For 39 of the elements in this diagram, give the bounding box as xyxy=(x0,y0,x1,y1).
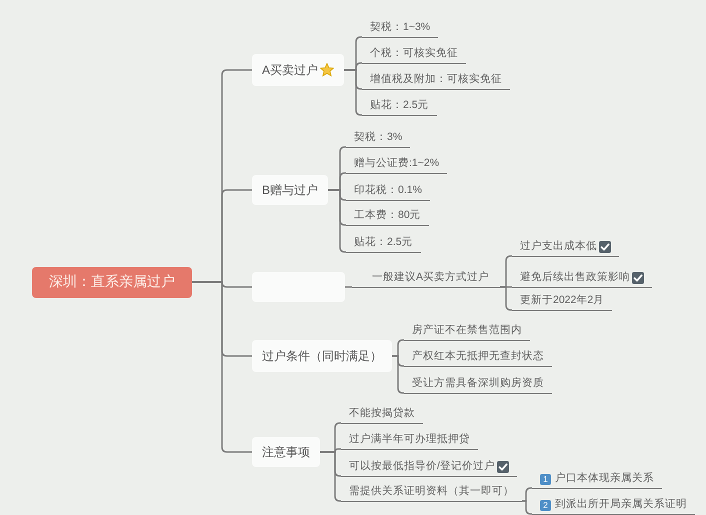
topic-box: 过户条件（同时满足） xyxy=(252,340,392,372)
root-topic-box: 深圳：直系亲属过户 xyxy=(32,266,192,298)
topic-box xyxy=(252,54,344,86)
underlined-topic: 印花税：0.1% xyxy=(346,182,430,201)
topic-box: 注意事项 xyxy=(252,437,320,467)
topic-text: 户口本体现亲属关系 xyxy=(555,472,654,485)
underlined-topic: 不能按揭贷款 xyxy=(341,406,423,424)
underlined-topic: 增值税及附加：可核实免征 xyxy=(362,72,510,90)
underlined-topic: 产权红本无抵押无查封状态 xyxy=(404,348,552,367)
underlined-topic: 契税：3% xyxy=(346,130,410,148)
underlined-topic: 房产证不在禁售范围内 xyxy=(404,322,530,341)
connector-line xyxy=(522,500,532,515)
underlined-topic: 工本费：80元 xyxy=(346,208,429,226)
underlined-topic: 需提供关系证明资料（其一即可） xyxy=(341,484,522,502)
connector-line xyxy=(192,281,252,453)
underlined-topic: 受让方需具备深圳购房资质 xyxy=(404,376,552,394)
underlined-topic: 赠与公证费:1~2% xyxy=(346,156,448,174)
underlined-topic: 贴花：2.5元 xyxy=(346,234,421,253)
underlined-topic xyxy=(341,458,517,477)
topic-box: B赠与过户 xyxy=(252,175,328,205)
topic-text: 避免后续出售政策影响 xyxy=(520,270,630,284)
topic-text: A买卖过户 xyxy=(262,62,318,78)
connector-line xyxy=(345,286,352,288)
underlined-topic xyxy=(532,470,662,489)
number-badge: 1 xyxy=(540,474,551,485)
topic-text: 过户支出成本低 xyxy=(520,240,597,253)
underlined-topic xyxy=(512,238,619,257)
underlined-topic: 更新于2022年2月 xyxy=(512,292,612,311)
underlined-topic: 个税：可核实免征 xyxy=(362,46,466,64)
underlined-topic: 过户满半年可办理抵押贷 xyxy=(341,432,478,450)
number-badge: 2 xyxy=(540,500,551,511)
underlined-topic: 贴花：2.5元 xyxy=(362,98,437,116)
underlined-topic xyxy=(532,496,695,515)
underlined-topic xyxy=(512,270,652,288)
topic-box xyxy=(252,272,345,302)
underlined-topic: 一般建议A买卖方式过户 xyxy=(352,270,500,288)
topic-text: 可以按最低指导价/登记价过户 xyxy=(349,460,495,473)
topic-text: 到派出所开局亲属关系证明 xyxy=(555,498,687,511)
underlined-topic: 契税：1~3% xyxy=(362,20,438,38)
